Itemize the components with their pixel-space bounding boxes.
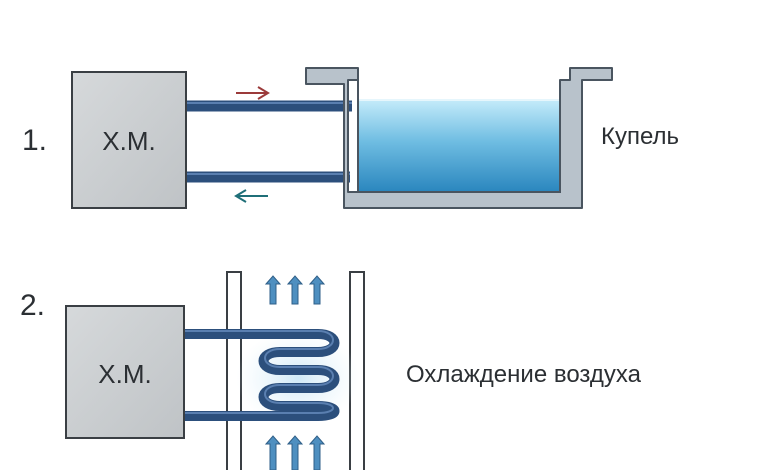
evaporator-coil bbox=[184, 329, 340, 421]
item-1: 1. Х.М. Ку bbox=[22, 67, 679, 209]
tub-wall bbox=[305, 67, 613, 209]
item-1-unit-label: Х.М. bbox=[102, 126, 155, 156]
tub bbox=[305, 67, 613, 209]
arrow-up-icon bbox=[286, 435, 304, 470]
air-arrows-top bbox=[264, 275, 326, 305]
tub-inner-wall bbox=[357, 80, 561, 193]
arrow-up-icon bbox=[308, 435, 326, 470]
item-1-number: 1. bbox=[22, 124, 47, 157]
arrow-up-icon bbox=[264, 275, 282, 305]
item-2-target-label: Охлаждение воздуха bbox=[406, 361, 642, 388]
arrow-up-icon bbox=[286, 275, 304, 305]
arrow-left-icon bbox=[234, 189, 268, 203]
arrow-right-icon bbox=[236, 86, 270, 100]
refrigeration-unit-box bbox=[65, 305, 185, 439]
arrow-up-icon bbox=[308, 275, 326, 305]
arrow-up-icon bbox=[264, 435, 282, 470]
air-arrows-bottom bbox=[264, 435, 326, 470]
item-2: 2. Х.М. Охлаждение воздуха bbox=[20, 271, 642, 470]
item-2-pipes bbox=[184, 329, 340, 421]
coil-highlight bbox=[184, 330, 334, 414]
item-1-target-label: Купель bbox=[601, 123, 679, 150]
tub-water bbox=[358, 100, 560, 192]
refrigeration-unit-box bbox=[71, 71, 187, 209]
item-1-pipes bbox=[186, 100, 352, 183]
item-2-unit-label: Х.М. bbox=[98, 359, 151, 389]
item-2-number: 2. bbox=[20, 289, 45, 322]
